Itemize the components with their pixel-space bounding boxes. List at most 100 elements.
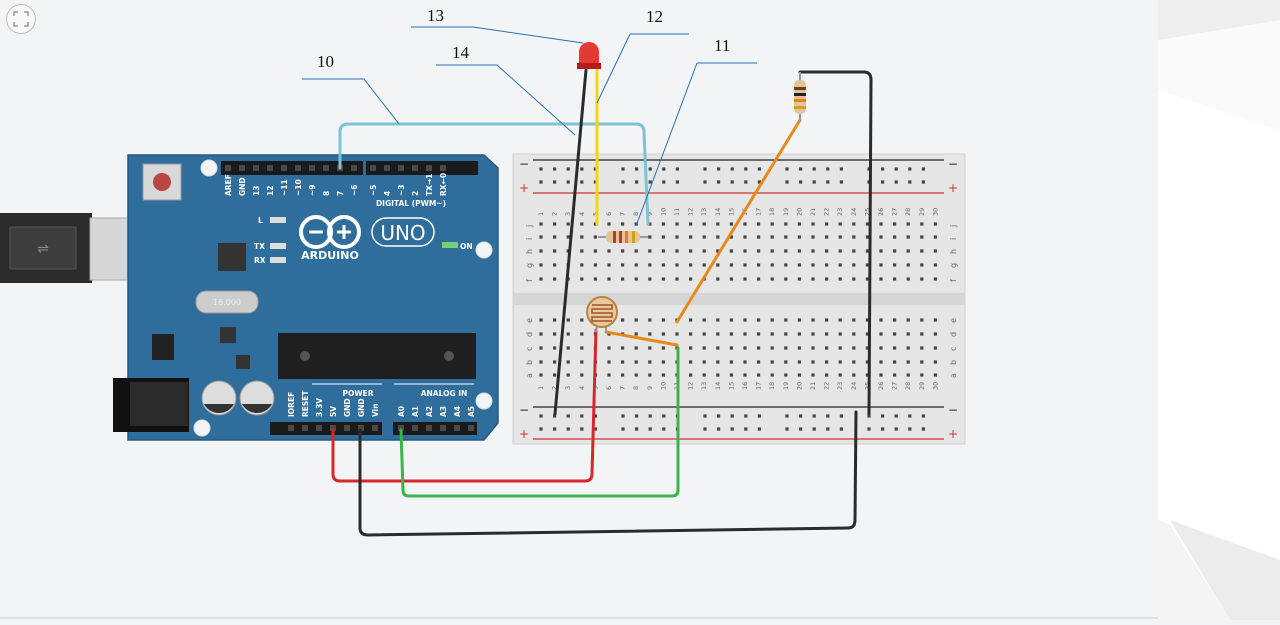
reset-button-cap[interactable] bbox=[153, 173, 171, 191]
breadboard-hole[interactable] bbox=[757, 235, 761, 239]
breadboard-hole[interactable] bbox=[702, 249, 706, 253]
rail-hole[interactable] bbox=[785, 414, 789, 418]
rail-hole[interactable] bbox=[812, 414, 816, 418]
rail-hole[interactable] bbox=[593, 427, 597, 431]
breadboard-hole[interactable] bbox=[797, 277, 801, 281]
breadboard-hole[interactable] bbox=[553, 249, 557, 253]
breadboard-hole[interactable] bbox=[539, 332, 543, 336]
rail-hole[interactable] bbox=[826, 167, 830, 171]
breadboard-hole[interactable] bbox=[797, 332, 801, 336]
rail-hole[interactable] bbox=[635, 427, 639, 431]
breadboard-hole[interactable] bbox=[675, 263, 679, 267]
breadboard-hole[interactable] bbox=[539, 222, 543, 226]
breadboard-hole[interactable] bbox=[838, 277, 842, 281]
breadboard-hole[interactable] bbox=[757, 346, 761, 350]
breadboard-hole[interactable] bbox=[729, 318, 733, 322]
breadboard-hole[interactable] bbox=[852, 360, 856, 364]
breadboard-hole[interactable] bbox=[634, 373, 638, 377]
breadboard-hole[interactable] bbox=[865, 373, 869, 377]
breadboard-hole[interactable] bbox=[716, 346, 720, 350]
rail-hole[interactable] bbox=[881, 414, 885, 418]
breadboard-hole[interactable] bbox=[865, 249, 869, 253]
rail-hole[interactable] bbox=[908, 427, 912, 431]
breadboard-hole[interactable] bbox=[852, 373, 856, 377]
breadboard-hole[interactable] bbox=[920, 332, 924, 336]
breadboard-hole[interactable] bbox=[893, 373, 897, 377]
rail-hole[interactable] bbox=[635, 180, 639, 184]
breadboard-hole[interactable] bbox=[661, 263, 665, 267]
rail-hole[interactable] bbox=[553, 180, 557, 184]
breadboard-hole[interactable] bbox=[621, 360, 625, 364]
breadboard-hole[interactable] bbox=[838, 360, 842, 364]
breadboard-hole[interactable] bbox=[743, 373, 747, 377]
breadboard-hole[interactable] bbox=[634, 332, 638, 336]
breadboard-hole[interactable] bbox=[879, 346, 883, 350]
rail-hole[interactable] bbox=[648, 180, 652, 184]
breadboard-hole[interactable] bbox=[757, 263, 761, 267]
breadboard-hole[interactable] bbox=[716, 373, 720, 377]
breadboard-hole[interactable] bbox=[865, 263, 869, 267]
header-pin[interactable] bbox=[330, 425, 336, 431]
resistor-horizontal[interactable] bbox=[598, 231, 648, 243]
breadboard-hole[interactable] bbox=[811, 249, 815, 253]
breadboard-hole[interactable] bbox=[920, 249, 924, 253]
breadboard-hole[interactable] bbox=[539, 346, 543, 350]
header-pin[interactable] bbox=[454, 425, 460, 431]
rail-hole[interactable] bbox=[703, 167, 707, 171]
rail-hole[interactable] bbox=[881, 167, 885, 171]
breadboard-hole[interactable] bbox=[634, 360, 638, 364]
breadboard-hole[interactable] bbox=[757, 373, 761, 377]
breadboard-hole[interactable] bbox=[743, 346, 747, 350]
rail-hole[interactable] bbox=[580, 180, 584, 184]
breadboard-hole[interactable] bbox=[893, 263, 897, 267]
breadboard-hole[interactable] bbox=[893, 222, 897, 226]
breadboard-hole[interactable] bbox=[566, 318, 570, 322]
breadboard-hole[interactable] bbox=[757, 277, 761, 281]
breadboard-hole[interactable] bbox=[852, 235, 856, 239]
header-pin[interactable] bbox=[440, 165, 446, 171]
breadboard-hole[interactable] bbox=[906, 263, 910, 267]
breadboard-hole[interactable] bbox=[865, 235, 869, 239]
breadboard-hole[interactable] bbox=[553, 222, 557, 226]
breadboard-hole[interactable] bbox=[784, 277, 788, 281]
header-pin[interactable] bbox=[426, 425, 432, 431]
breadboard-hole[interactable] bbox=[566, 360, 570, 364]
breadboard-hole[interactable] bbox=[675, 235, 679, 239]
breadboard-hole[interactable] bbox=[716, 235, 720, 239]
breadboard-hole[interactable] bbox=[825, 373, 829, 377]
breadboard-hole[interactable] bbox=[879, 263, 883, 267]
rail-hole[interactable] bbox=[648, 427, 652, 431]
breadboard-hole[interactable] bbox=[906, 332, 910, 336]
rail-hole[interactable] bbox=[662, 427, 666, 431]
rail-hole[interactable] bbox=[703, 427, 707, 431]
rail-hole[interactable] bbox=[867, 414, 871, 418]
breadboard-hole[interactable] bbox=[906, 360, 910, 364]
breadboard-hole[interactable] bbox=[797, 263, 801, 267]
rail-hole[interactable] bbox=[867, 427, 871, 431]
breadboard-hole[interactable] bbox=[879, 235, 883, 239]
breadboard-hole[interactable] bbox=[770, 318, 774, 322]
breadboard-hole[interactable] bbox=[661, 249, 665, 253]
header-pin[interactable] bbox=[358, 425, 364, 431]
breadboard-holes[interactable] bbox=[539, 167, 937, 431]
breadboard-hole[interactable] bbox=[906, 277, 910, 281]
rail-hole[interactable] bbox=[717, 180, 721, 184]
breadboard-hole[interactable] bbox=[784, 332, 788, 336]
breadboard-hole[interactable] bbox=[675, 277, 679, 281]
header-pin[interactable] bbox=[412, 425, 418, 431]
breadboard-hole[interactable] bbox=[825, 332, 829, 336]
breadboard-hole[interactable] bbox=[675, 222, 679, 226]
rail-hole[interactable] bbox=[539, 180, 543, 184]
rail-hole[interactable] bbox=[785, 167, 789, 171]
breadboard-hole[interactable] bbox=[852, 222, 856, 226]
breadboard-hole[interactable] bbox=[661, 346, 665, 350]
breadboard-hole[interactable] bbox=[770, 360, 774, 364]
breadboard-hole[interactable] bbox=[607, 360, 611, 364]
header-pin[interactable] bbox=[225, 165, 231, 171]
breadboard-hole[interactable] bbox=[933, 373, 937, 377]
breadboard-hole[interactable] bbox=[893, 346, 897, 350]
breadboard-hole[interactable] bbox=[933, 318, 937, 322]
breadboard-hole[interactable] bbox=[811, 222, 815, 226]
breadboard-hole[interactable] bbox=[716, 222, 720, 226]
breadboard-hole[interactable] bbox=[661, 277, 665, 281]
